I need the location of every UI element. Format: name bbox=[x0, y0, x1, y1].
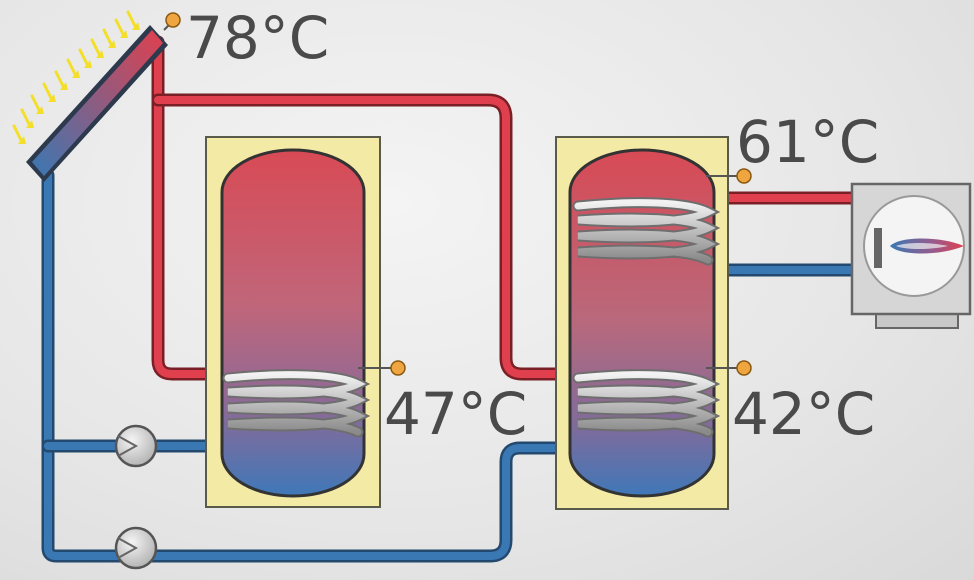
tank-2-top-temperature-label: 61°C bbox=[736, 108, 879, 176]
temperature-sensor-icon bbox=[163, 12, 181, 31]
temperature-sensor-icon bbox=[706, 168, 752, 184]
pump-icon bbox=[114, 526, 158, 570]
tank-1-temperature-label: 47°C bbox=[384, 380, 527, 448]
tank-2-bottom-temperature-label: 42°C bbox=[732, 380, 875, 448]
temperature-sensor-icon bbox=[706, 360, 752, 376]
temperature-sensor-icon bbox=[358, 360, 406, 376]
collector-temperature-label: 78°C bbox=[186, 4, 329, 72]
flame-icon bbox=[890, 238, 964, 254]
pipes bbox=[41, 35, 863, 563]
storage-tank-1 bbox=[205, 136, 381, 508]
storage-tank-2 bbox=[555, 136, 729, 510]
solar-collector-icon bbox=[26, 25, 168, 182]
pump-icon bbox=[114, 424, 158, 468]
tank-1-vessel bbox=[220, 148, 366, 498]
hot-supply-pipe bbox=[151, 35, 213, 381]
boiler-icon bbox=[850, 182, 972, 329]
sun-rays-icon bbox=[12, 10, 140, 144]
